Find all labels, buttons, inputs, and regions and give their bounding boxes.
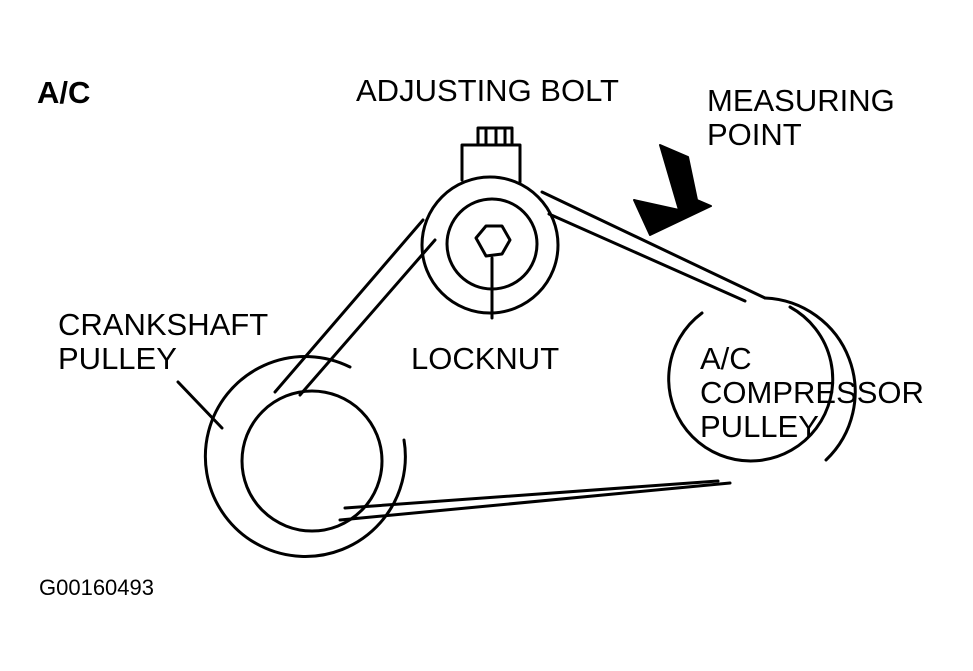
- belt-left-inner: [298, 238, 437, 397]
- compressor-pulley-label: A/C COMPRESSOR PULLEY: [700, 342, 924, 444]
- belt-top-outer: [540, 190, 767, 300]
- adjusting-bolt-label: ADJUSTING BOLT: [356, 73, 619, 108]
- drive-belt: [273, 190, 767, 522]
- hex-nut-icon: [474, 224, 512, 258]
- measuring-point-arrow-icon: [633, 144, 712, 236]
- compressor-pulley-label-line-2: COMPRESSOR: [700, 375, 924, 410]
- compressor-pulley-inner-groove: [667, 305, 835, 463]
- measuring-point-label-line-1: MEASURING: [707, 83, 895, 118]
- compressor-pulley-label-line-1: A/C: [700, 341, 752, 376]
- leader-lines: [176, 256, 494, 430]
- adjuster-bracket: [460, 143, 522, 184]
- belt-bottom-inner: [343, 479, 720, 510]
- compressor-pulley-label-line-3: PULLEY: [700, 409, 819, 444]
- crankshaft-pulley-outer-rim: [203, 355, 407, 558]
- compressor-pulley-drawing: [667, 296, 857, 463]
- crankshaft-pulley-label: CRANKSHAFT PULLEY: [58, 308, 268, 376]
- diagram-title: A/C: [37, 75, 91, 110]
- measuring-point-label: MEASURING POINT: [707, 84, 895, 152]
- adjusting-bolt-head: [476, 126, 514, 147]
- compressor-pulley-outer-rim: [763, 296, 857, 462]
- crankshaft-pulley-label-line-2: PULLEY: [58, 341, 177, 376]
- crankshaft-pulley-inner-groove: [240, 389, 384, 533]
- belt-top-inner: [547, 212, 747, 303]
- belt-bottom-outer: [338, 481, 732, 522]
- crankshaft-pulley-drawing: [203, 355, 407, 558]
- locknut-label: LOCKNUT: [411, 341, 560, 376]
- idler-pulley-outer-rim: [420, 175, 560, 315]
- crankshaft-leader-line: [176, 380, 224, 430]
- measuring-point-label-line-2: POINT: [707, 117, 802, 152]
- crankshaft-pulley-label-line-1: CRANKSHAFT: [58, 307, 269, 342]
- idler-pulley-drawing: [420, 126, 560, 315]
- figure-id: G00160493: [39, 575, 154, 600]
- belt-left-outer: [273, 218, 425, 394]
